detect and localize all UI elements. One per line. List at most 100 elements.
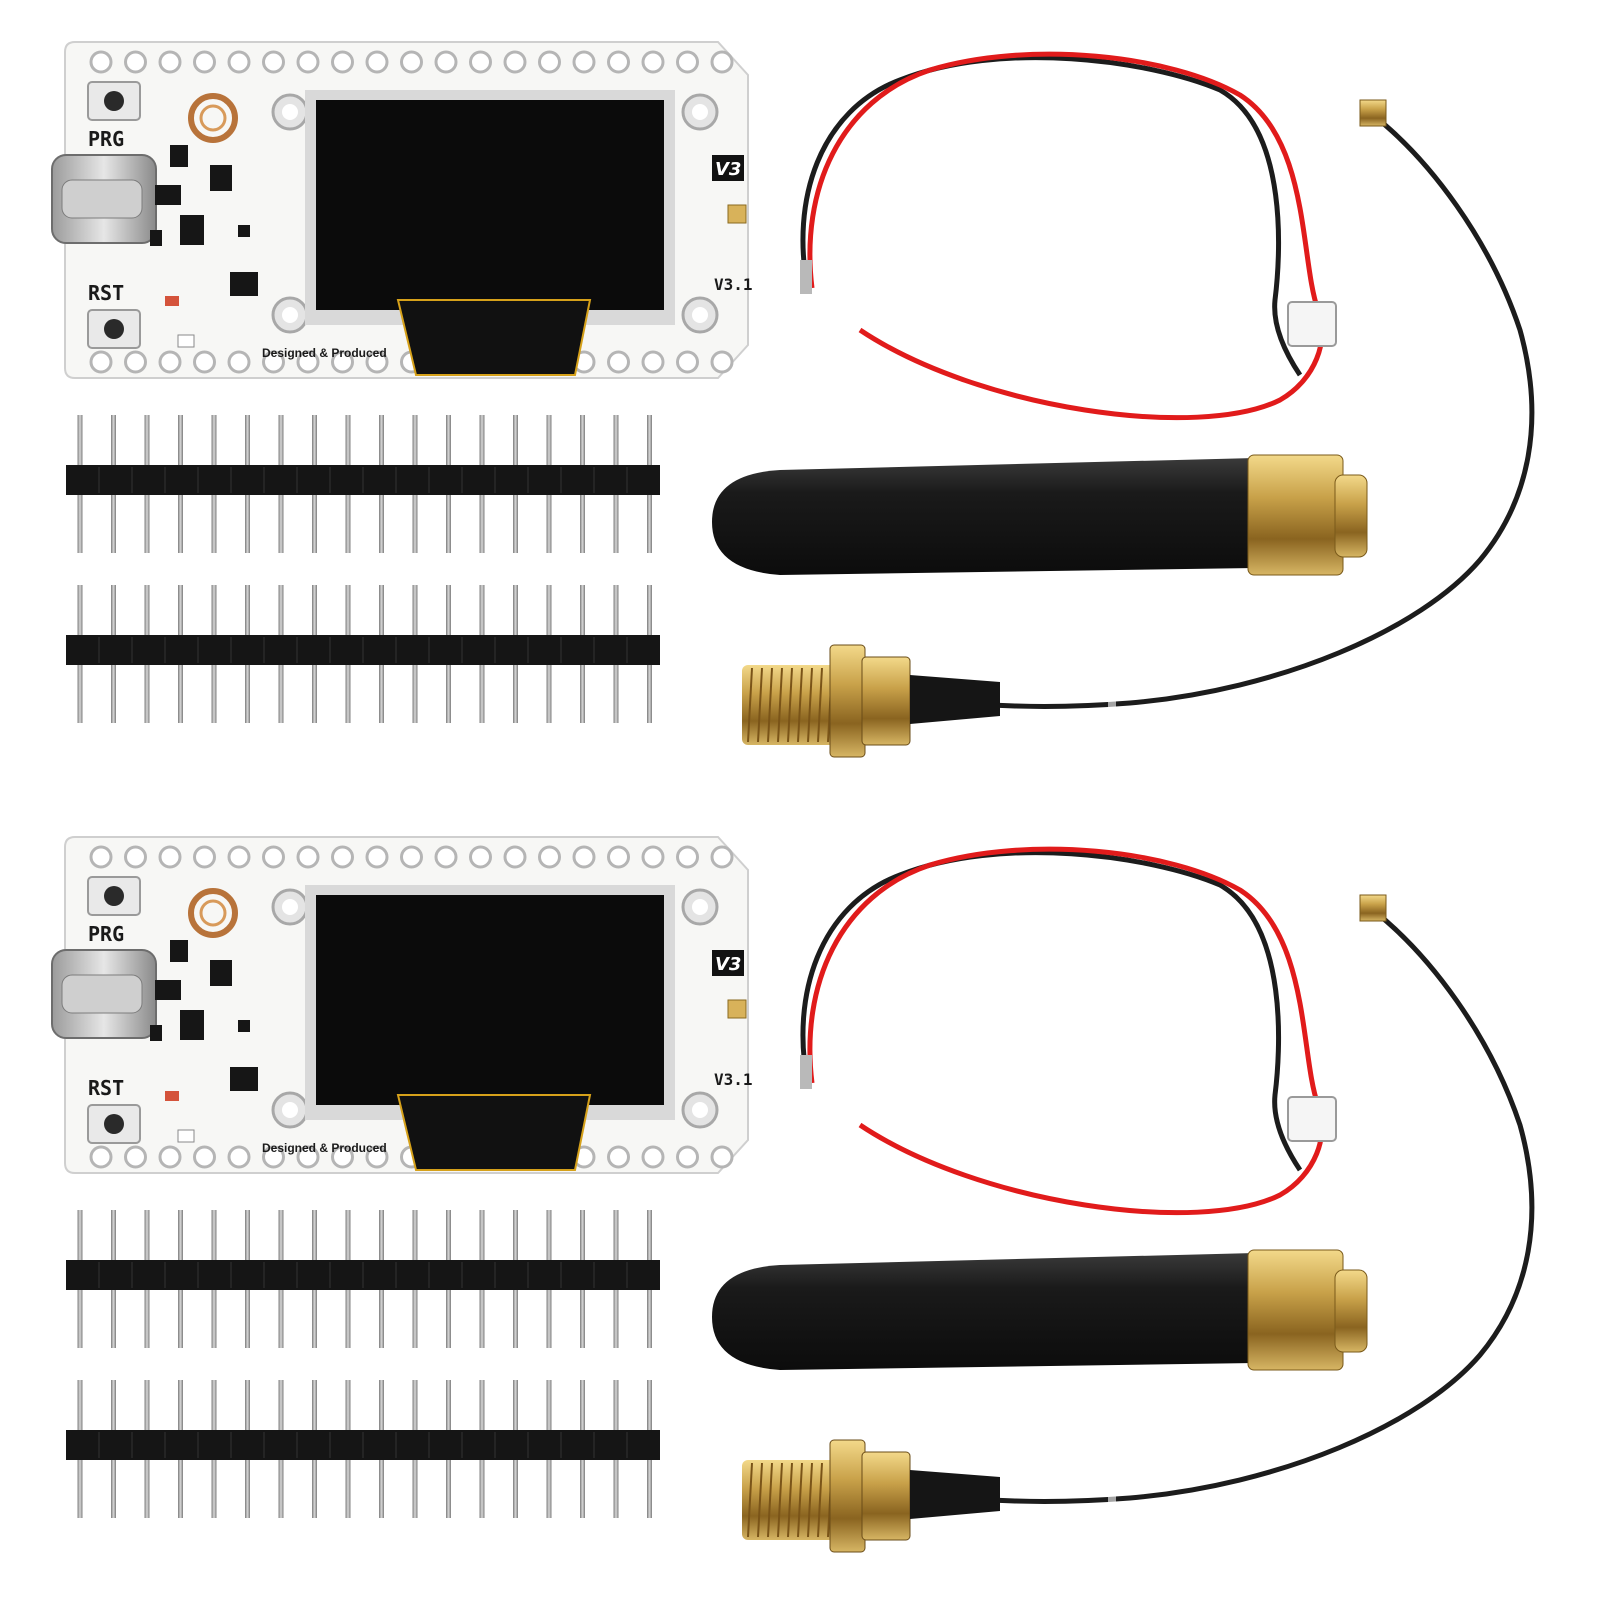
pin-hole xyxy=(262,350,285,374)
pin-hole xyxy=(296,50,320,74)
pin-header xyxy=(66,585,660,723)
pigtail-cable xyxy=(929,113,1535,709)
smd-chip xyxy=(210,960,232,986)
jst-connector xyxy=(1287,1096,1337,1142)
thread-line xyxy=(747,1462,753,1538)
pin-hole xyxy=(503,50,527,74)
sma-hex xyxy=(861,1451,911,1541)
oled-flex-cable xyxy=(396,299,592,376)
mount-hole-center xyxy=(282,104,298,120)
coil-inner xyxy=(199,899,227,927)
smd-chip xyxy=(150,1025,162,1041)
prg-label: PRG xyxy=(88,127,124,151)
pin-hole xyxy=(641,1145,665,1169)
pin-hole xyxy=(676,1145,699,1169)
thread-line xyxy=(807,667,813,743)
thread-line xyxy=(777,1462,783,1538)
pin-hole xyxy=(676,350,699,374)
version-label: V3.1 xyxy=(714,1070,753,1089)
pin-hole xyxy=(538,845,561,869)
coil xyxy=(188,93,238,143)
footer-text: Designed & Produced xyxy=(262,1141,387,1155)
mount-hole-center xyxy=(282,1102,298,1118)
prg-button-cap xyxy=(104,91,124,111)
smd-chip xyxy=(170,145,188,167)
pin-hole xyxy=(89,350,113,374)
wire-red xyxy=(807,846,1325,1216)
rst-button-cap xyxy=(104,1114,124,1134)
smd-chip xyxy=(155,980,181,1000)
pin-hole xyxy=(262,50,285,74)
pin-hole xyxy=(331,50,354,74)
wire-tip xyxy=(800,1055,812,1089)
pin-hole xyxy=(262,845,285,869)
pigtail-cable xyxy=(929,908,1535,1504)
pin-hole xyxy=(331,350,354,374)
pin-hole xyxy=(607,350,630,374)
smd-chip xyxy=(238,1020,250,1032)
pin-hole xyxy=(331,845,354,869)
pin-hole xyxy=(296,1145,320,1169)
thread-line xyxy=(797,667,803,743)
sma-nut xyxy=(829,644,866,758)
pin-header xyxy=(66,1210,660,1348)
ufl-plug xyxy=(1359,894,1387,922)
pin-hole xyxy=(158,50,182,74)
oled-display xyxy=(316,895,664,1105)
smd-chip xyxy=(170,940,188,962)
thread-line xyxy=(747,667,753,743)
led-white xyxy=(177,334,195,348)
version-label: V3.1 xyxy=(714,275,753,294)
pin-hole xyxy=(227,1145,251,1169)
antenna-sma-tip xyxy=(1334,1269,1368,1353)
rst-label: RST xyxy=(88,281,124,305)
pin-hole xyxy=(572,845,596,869)
oled-display xyxy=(316,100,664,310)
thread-line xyxy=(797,1462,803,1538)
pin-hole xyxy=(124,350,147,374)
jst-battery-cable xyxy=(800,846,1337,1216)
pin-hole xyxy=(158,1145,182,1169)
pin-hole xyxy=(434,845,458,869)
ufl-plug xyxy=(1359,99,1387,127)
smd-chip xyxy=(180,1010,204,1040)
jst-battery-cable xyxy=(800,51,1337,421)
pin-hole xyxy=(641,845,665,869)
smd-chip xyxy=(230,272,258,296)
smd-chip xyxy=(210,165,232,191)
led-red xyxy=(165,1091,179,1101)
heat-shrink xyxy=(910,675,1000,724)
pin-hole xyxy=(710,845,734,869)
pin-hole xyxy=(676,50,699,74)
antenna-assembly xyxy=(712,99,1535,758)
thread-line xyxy=(817,1462,823,1538)
led-red xyxy=(165,296,179,306)
wire-tip xyxy=(800,260,812,294)
pin-hole xyxy=(676,845,699,869)
pin-hole xyxy=(158,350,182,374)
pin-hole xyxy=(365,350,389,374)
ufl-connector xyxy=(727,999,747,1019)
antenna-sma-nut xyxy=(1247,454,1344,576)
pin-hole xyxy=(227,350,251,374)
mount-hole-center xyxy=(282,899,298,915)
pin-hole xyxy=(193,350,216,374)
prg-button-cap xyxy=(104,886,124,906)
antenna-body xyxy=(712,458,1255,575)
cable-highlight xyxy=(1108,1489,1116,1505)
ufl-connector xyxy=(727,204,747,224)
pin-hole xyxy=(641,50,665,74)
rst-label: RST xyxy=(88,1076,124,1100)
pin-hole xyxy=(124,845,147,869)
pin-header xyxy=(66,1380,660,1518)
antenna-body xyxy=(712,1253,1255,1370)
usb-c-opening xyxy=(61,179,143,219)
pin-hole xyxy=(469,845,492,869)
sma-hex xyxy=(861,656,911,746)
smd-chip xyxy=(230,1067,258,1091)
pin-hole xyxy=(607,50,630,74)
pin-hole xyxy=(124,1145,147,1169)
